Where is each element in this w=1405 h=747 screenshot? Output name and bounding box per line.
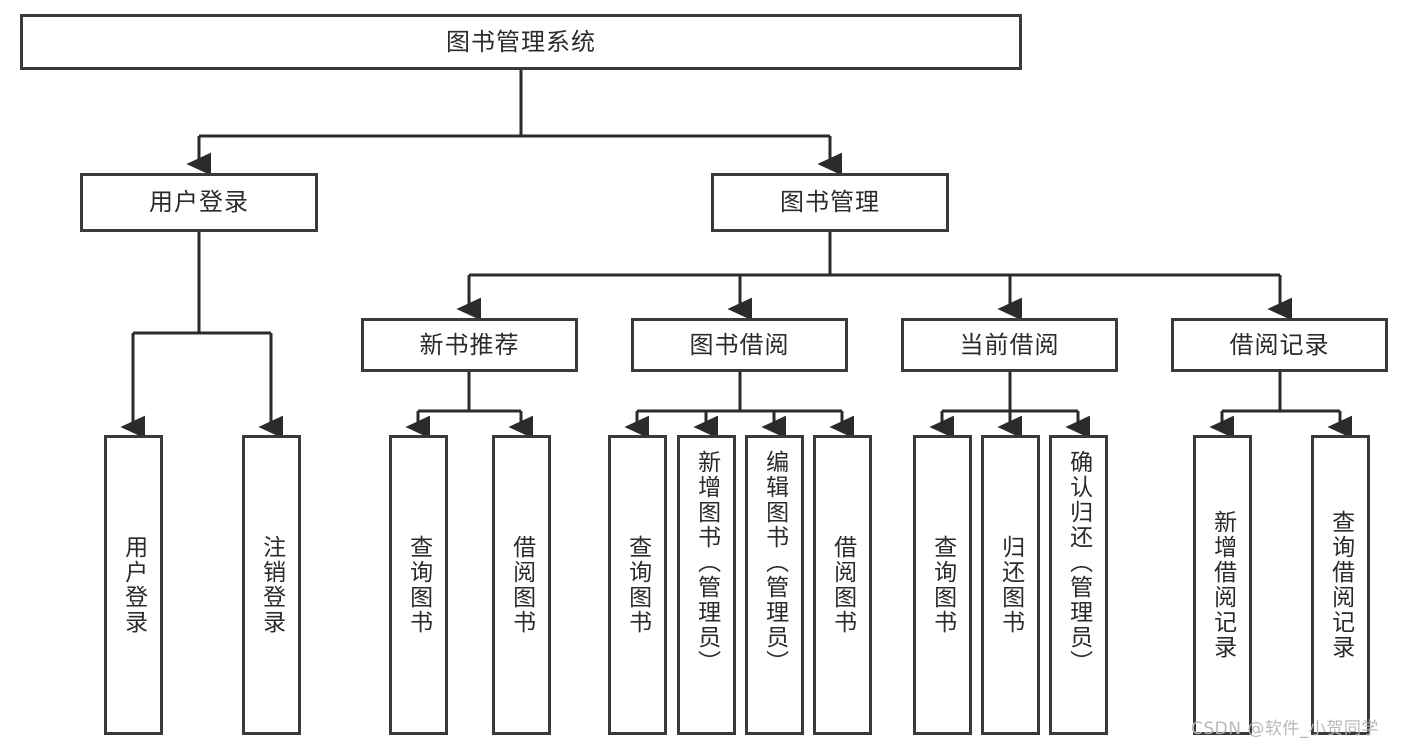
- leaf-current-query-book[interactable]: 查询图书: [913, 435, 972, 735]
- leaf-borrow-edit-book-admin[interactable]: 编辑图书（管理员）: [745, 435, 804, 735]
- leaf-record-query-borrow-record[interactable]: 查询借阅记录: [1311, 435, 1370, 735]
- leaf-borrow-borrow-book[interactable]: 借阅图书: [813, 435, 872, 735]
- leaf-recommend-borrow-book[interactable]: 借阅图书: [492, 435, 551, 735]
- leaf-logout[interactable]: 注销登录: [242, 435, 301, 735]
- leaf-record-add-borrow-record[interactable]: 新增借阅记录: [1193, 435, 1252, 735]
- leaf-user-login[interactable]: 用户登录: [104, 435, 163, 735]
- node-label: 图书借阅: [689, 330, 790, 359]
- node-label: 用户登录: [149, 188, 249, 217]
- leaf-current-return-book[interactable]: 归还图书: [981, 435, 1040, 735]
- node-borrow-record[interactable]: 借阅记录: [1171, 318, 1388, 372]
- node-user-login[interactable]: 用户登录: [80, 173, 318, 232]
- node-book-management[interactable]: 图书管理: [711, 173, 949, 232]
- node-label: 确认归还（管理员）: [1065, 450, 1092, 675]
- node-label: 注销登录: [258, 535, 285, 635]
- node-label: 借阅图书: [508, 535, 535, 635]
- node-label: 归还图书: [997, 535, 1024, 635]
- node-label: 新增借阅记录: [1209, 510, 1236, 660]
- node-label: 新书推荐: [419, 330, 520, 359]
- node-new-book-recommend[interactable]: 新书推荐: [361, 318, 578, 372]
- node-label: 借阅图书: [829, 535, 856, 635]
- node-label: 当前借阅: [959, 330, 1060, 359]
- node-label: 新增图书（管理员）: [693, 450, 720, 675]
- node-label: 查询图书: [405, 535, 432, 635]
- node-label: 编辑图书（管理员）: [761, 450, 788, 675]
- leaf-current-confirm-return-admin[interactable]: 确认归还（管理员）: [1049, 435, 1108, 735]
- csdn-watermark: CSDN @软件_小贺同学: [1191, 719, 1379, 739]
- leaf-borrow-query-book[interactable]: 查询图书: [608, 435, 667, 735]
- leaf-recommend-query-book[interactable]: 查询图书: [389, 435, 448, 735]
- node-label: 查询借阅记录: [1327, 510, 1354, 660]
- node-label: 查询图书: [624, 535, 651, 635]
- node-root-system[interactable]: 图书管理系统: [20, 14, 1022, 70]
- node-label: 借阅记录: [1229, 330, 1330, 359]
- node-label: 用户登录: [120, 535, 147, 635]
- node-book-borrow[interactable]: 图书借阅: [631, 318, 848, 372]
- node-current-borrow[interactable]: 当前借阅: [901, 318, 1118, 372]
- node-label: 图书管理: [780, 188, 880, 217]
- leaf-borrow-add-book-admin[interactable]: 新增图书（管理员）: [677, 435, 736, 735]
- node-label: 查询图书: [929, 535, 956, 635]
- node-label: 图书管理系统: [446, 27, 596, 56]
